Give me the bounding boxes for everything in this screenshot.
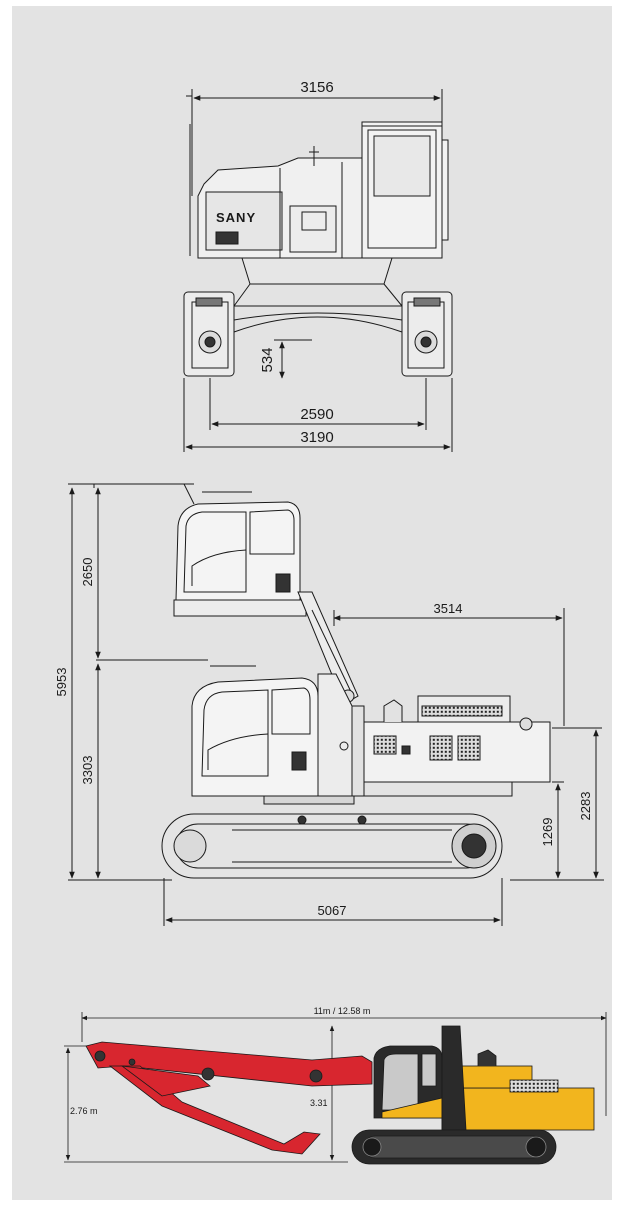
dim-cab-height: 3303	[80, 756, 95, 785]
dim-reach: 11m / 12.58 m	[314, 1006, 371, 1016]
dim-track-length: 5067	[318, 903, 347, 918]
front-view	[183, 89, 453, 452]
dim-body-height: 2283	[578, 792, 593, 821]
dim-ground-clearance: 534	[259, 347, 276, 372]
dim-height-left: 2.76 m	[70, 1106, 98, 1116]
dim-width-top: 3156	[300, 79, 333, 96]
dim-total-height: 5953	[54, 668, 69, 697]
side-view	[68, 483, 604, 926]
brand-logo: SANY	[216, 210, 256, 225]
dim-cab-raise: 2650	[80, 558, 95, 587]
dim-track-width: 3190	[300, 429, 333, 446]
dim-height-mid: 3.31	[310, 1098, 328, 1108]
dimension-drawing: SANY 3156 534 2590 3190	[54, 79, 607, 1165]
reach-view	[64, 1012, 607, 1165]
dim-tail-radius: 3514	[434, 601, 463, 616]
spec-panel: SANY 3156 534 2590 3190	[12, 6, 612, 1200]
dim-track-gauge: 2590	[300, 406, 333, 423]
dim-counterweight-clearance: 1269	[540, 818, 555, 847]
